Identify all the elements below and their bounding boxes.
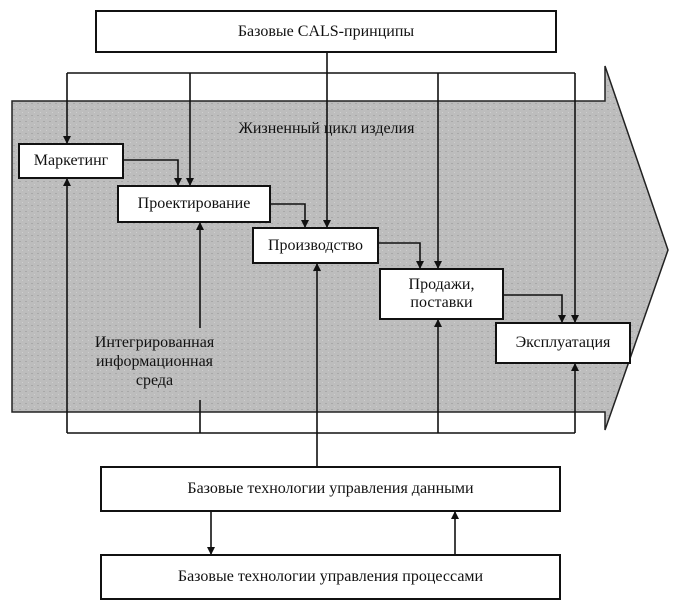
data-management-label: Базовые технологии управления данными [187, 480, 474, 497]
stage-marketing: Маркетинг [18, 143, 124, 179]
connector [123, 159, 182, 186]
cals-principles-label: Базовые CALS-принципы [237, 22, 415, 40]
integrated-environment-line1: Интегрированная [94, 334, 215, 351]
stage-sales: Продажи, поставки [379, 268, 504, 320]
data-management-box: Базовые технологии управления данными [100, 466, 561, 512]
integrated-environment-line3: среда [135, 372, 174, 389]
process-management-box: Базовые технологии управления процессами [100, 554, 561, 600]
stage-operation: Эксплуатация [495, 322, 631, 364]
connector [270, 203, 309, 228]
stage-sales-label-line2: поставки [410, 294, 473, 311]
stage-production-label: Производство [267, 236, 364, 254]
stage-production: Производство [252, 227, 379, 264]
connector [503, 294, 566, 323]
process-management-label: Базовые технологии управления процессами [177, 568, 484, 585]
stage-marketing-label: Маркетинг [33, 152, 109, 169]
stage-design: Проектирование [117, 185, 271, 223]
stage-operation-label: Эксплуатация [515, 334, 611, 351]
cals-principles-box: Базовые CALS-принципы [95, 10, 557, 53]
integrated-environment-label: Интегрированная информационная среда [72, 333, 237, 390]
stage-sales-label-line1: Продажи, [408, 276, 475, 293]
integrated-environment-line2: информационная [95, 353, 214, 370]
stage-design-label: Проектирование [137, 195, 251, 212]
lifecycle-label: Жизненный цикл изделия [238, 120, 415, 137]
connector [378, 242, 424, 269]
